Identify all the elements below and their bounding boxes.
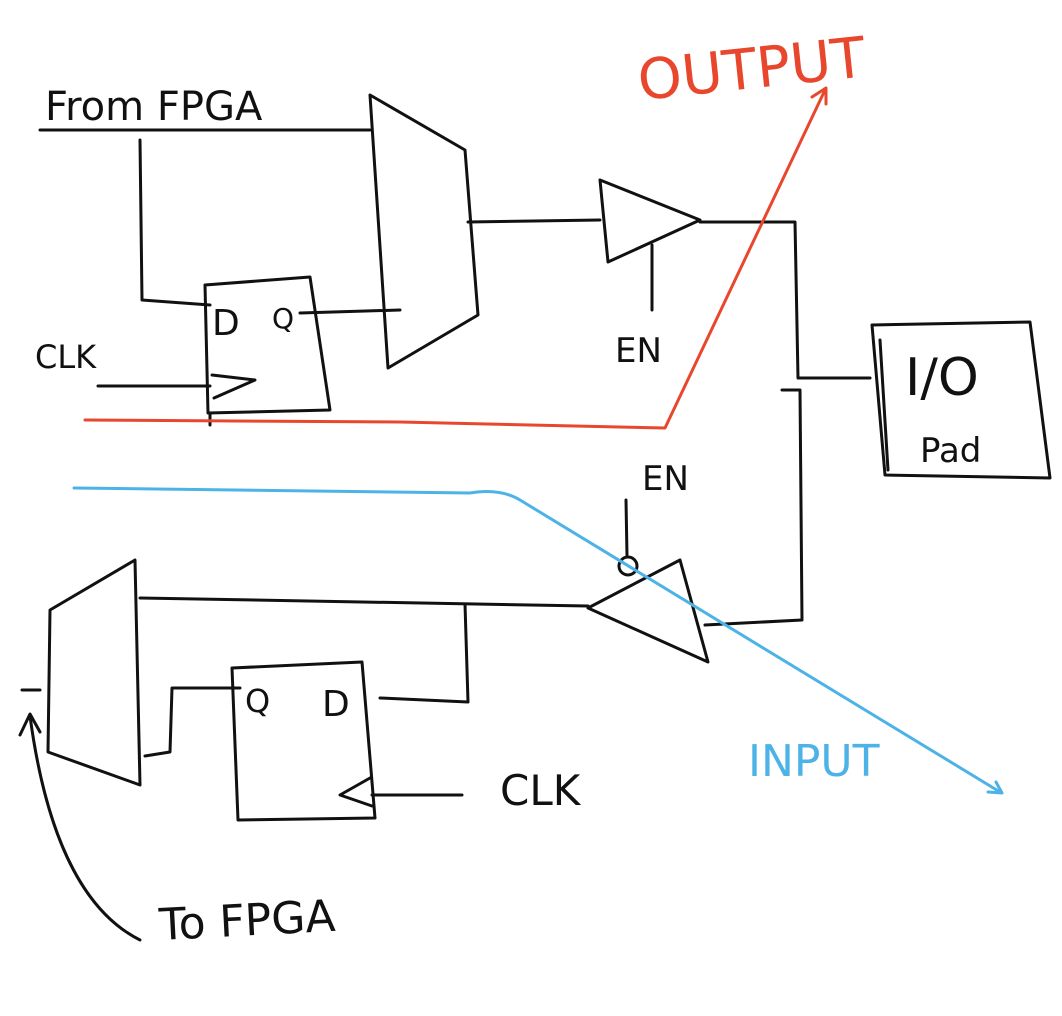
input-signal-arrowhead: [986, 780, 1004, 795]
bottom-mux: [46, 558, 142, 787]
input-buffer-enable-wire: [624, 498, 629, 558]
bottom-ff-d-branch: [378, 602, 470, 704]
from-fpga-label: From FPGA: [45, 84, 263, 130]
top-ff-q-wire: [298, 308, 402, 315]
io-pad-label-line2: Pad: [920, 431, 981, 471]
top-ff-d-label: D: [212, 303, 240, 344]
output-buffer-to-pad-wire: [698, 220, 872, 380]
top-ff-q-label: Q: [272, 302, 294, 335]
top-ff-clock-marker: [210, 373, 257, 400]
bottom-clk-label: CLK: [500, 766, 582, 815]
bottom-flip-flop: [230, 660, 377, 822]
io-pad-inner-left: [878, 338, 890, 472]
bottom-ff-d-label: D: [322, 684, 350, 725]
to-fpga-label: To FPGA: [157, 891, 337, 951]
bottom-en-label: EN: [642, 459, 689, 499]
to-fpga-arrowhead: [18, 712, 42, 737]
input-signal-path: [72, 486, 1002, 794]
io-pad: [703, 320, 1052, 627]
io-pad-label-line1: I/O: [905, 348, 979, 408]
input-buffer-out-wire: [138, 596, 590, 608]
bottom-ff-q-wire: [143, 686, 242, 758]
output-signal-path: [83, 88, 827, 430]
top-en-label: EN: [615, 331, 662, 371]
top-flip-flop: [203, 275, 332, 415]
output-label: OUTPUT: [635, 25, 870, 114]
top-mux-out-wire: [466, 218, 602, 224]
top-mux: [368, 93, 480, 370]
input-path-circuit: [18, 498, 710, 942]
to-fpga-arrow: [28, 714, 142, 942]
output-path-circuit: [38, 93, 872, 427]
input-label: INPUT: [748, 736, 880, 787]
bottom-ff-clock-marker: [338, 776, 374, 808]
top-ff-d-wire: [138, 138, 212, 307]
pad-to-input-buffer-wire: [703, 388, 804, 627]
top-clk-label: CLK: [35, 338, 97, 376]
input-buffer: [586, 558, 710, 664]
output-signal-arrowhead: [810, 86, 828, 106]
output-buffer: [598, 178, 702, 264]
io-pad-box: [870, 320, 1052, 480]
bottom-ff-q-label: Q: [245, 682, 270, 720]
